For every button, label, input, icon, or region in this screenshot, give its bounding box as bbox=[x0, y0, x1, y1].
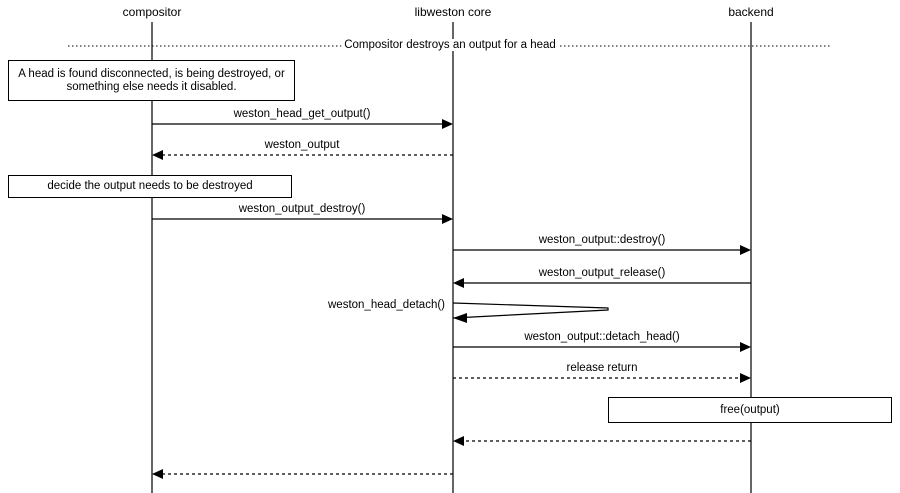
actor-label-libweston-core: libweston core bbox=[414, 5, 492, 19]
arrowhead-msg-weston-output-detach-head bbox=[740, 342, 751, 352]
message-label-weston-output-destroy-op: weston_output::destroy() bbox=[534, 234, 670, 246]
message-label-weston-output: weston_output bbox=[260, 139, 344, 151]
arrowhead-msg-weston-output-destroy bbox=[442, 214, 453, 224]
note-decide-destroy: decide the output needs to be destroyed bbox=[8, 175, 292, 198]
note-free-output: free(output) bbox=[608, 397, 892, 423]
arrowhead-msg-weston-head-get-output bbox=[442, 119, 453, 129]
message-label-weston-output-detach-head: weston_output::detach_head() bbox=[520, 331, 684, 343]
arrowhead-msg-weston-output-destroy-op bbox=[740, 245, 751, 255]
self-call-loop-msg-weston-head-detach bbox=[452, 302, 609, 319]
arrowhead-msg-weston-output-return bbox=[152, 150, 163, 160]
message-label-release-return: release return bbox=[562, 362, 642, 374]
message-label-weston-head-get-output: weston_head_get_output() bbox=[229, 108, 375, 120]
actor-label-backend: backend bbox=[728, 5, 774, 19]
actor-label-compositor: compositor bbox=[122, 5, 182, 19]
message-label-weston-head-detach: weston_head_detach() bbox=[324, 299, 449, 311]
arrowhead-msg-weston-head-detach bbox=[453, 313, 467, 323]
arrowhead-msg-core-return bbox=[152, 469, 163, 479]
arrowhead-msg-release-return bbox=[740, 373, 751, 383]
note-head-disconnected: A head is found disconnected, is being d… bbox=[8, 60, 295, 101]
arrowhead-msg-backend-return bbox=[453, 436, 464, 446]
divider-label: Compositor destroys an output for a head bbox=[341, 39, 559, 51]
message-label-weston-output-release: weston_output_release() bbox=[534, 267, 670, 279]
message-label-weston-output-destroy: weston_output_destroy() bbox=[234, 203, 370, 215]
arrowhead-msg-weston-output-release bbox=[453, 278, 464, 288]
